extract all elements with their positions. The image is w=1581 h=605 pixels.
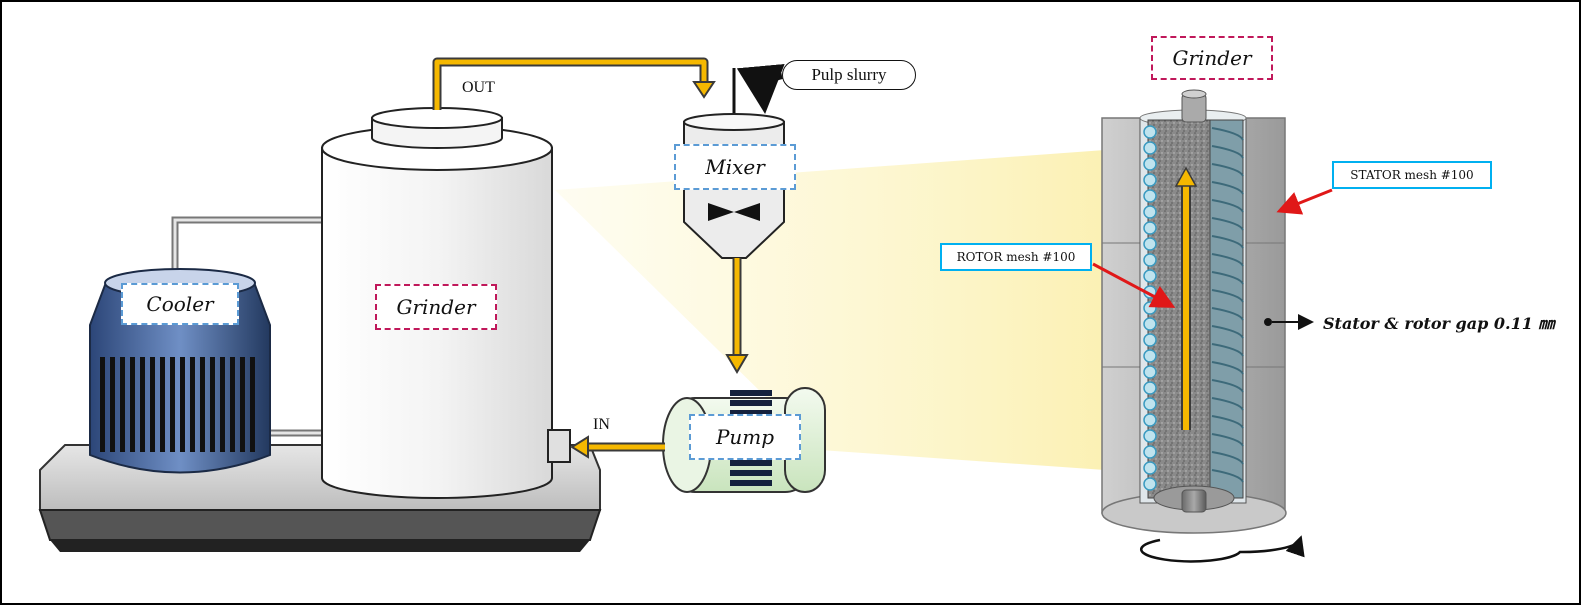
out-pipe — [432, 57, 716, 110]
grinder-cutaway — [1101, 89, 1287, 534]
rotation-arrow-icon — [1139, 535, 1305, 563]
grinder-detail-label: Grinder — [1151, 36, 1273, 80]
stator-pointer — [1276, 188, 1333, 215]
mixer-label: Mixer — [674, 144, 796, 190]
in-label: IN — [593, 416, 610, 433]
cooler-pipes — [171, 216, 322, 437]
stator-mesh-callout: STATOR mesh #100 — [1332, 161, 1492, 189]
slurry-feed-arrow — [736, 63, 785, 114]
cooler-label: Cooler — [121, 283, 239, 325]
mixer-to-pump-pipe — [725, 258, 749, 374]
grinder-tank-label: Grinder — [375, 284, 497, 330]
in-pipe — [570, 435, 665, 459]
out-label: OUT — [462, 79, 495, 96]
gap-label: Stator & rotor gap 0.11 ㎜ — [1323, 314, 1555, 333]
rotor-mesh-callout: ROTOR mesh #100 — [940, 243, 1092, 271]
pulp-slurry-label: Pulp slurry — [782, 60, 916, 90]
pump-label: Pump — [689, 414, 801, 460]
rotor-pointer — [1092, 262, 1176, 308]
gap-point — [1264, 318, 1272, 326]
